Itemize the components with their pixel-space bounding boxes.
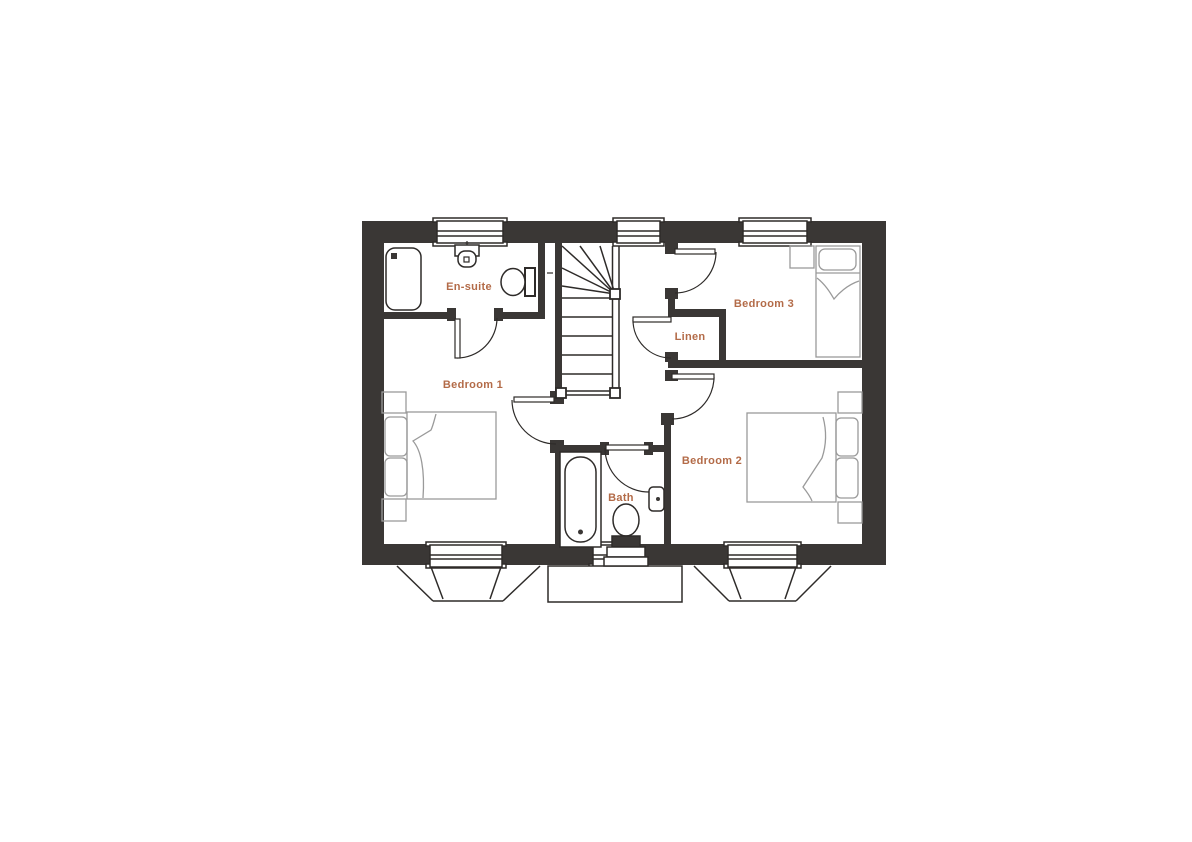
window-icon-bedroom2 [723, 541, 802, 569]
toilet-icon-bath [603, 503, 649, 567]
room-label-linen: Linen [674, 331, 706, 343]
windows [425, 217, 812, 569]
bay-windows [396, 565, 832, 603]
door-swing-icon-bedroom3 [674, 248, 717, 294]
doors [454, 248, 717, 493]
window-icon-bedroom3 [738, 217, 812, 247]
door-swing-icon-bedroom1 [511, 396, 557, 445]
room-label-bedroom2: Bedroom 2 [681, 455, 743, 467]
double-bed-icon-bedroom1 [381, 391, 497, 522]
door-swing-icon-linen [632, 316, 672, 359]
staircase-icon [547, 245, 621, 399]
window-icon-landing [612, 217, 665, 247]
toilet-icon [500, 267, 536, 297]
bay-window-icon-right [693, 565, 832, 602]
shower-bath-icon [385, 247, 422, 311]
bedside-table-icon [381, 391, 407, 414]
room-label-bath: Bath [608, 492, 634, 504]
window-icon-ensuite [432, 217, 508, 247]
door-swing-icon-bedroom2 [671, 373, 715, 420]
bathtub-icon [559, 451, 602, 548]
room-label-bedroom3: Bedroom 3 [733, 298, 795, 310]
bedside-table-icon [789, 245, 815, 269]
window-icon-bedroom1 [425, 541, 507, 569]
bath-fixtures [559, 451, 665, 567]
wash-basin-icon-bath [648, 486, 665, 512]
bedside-table-icon [381, 498, 407, 522]
ensuite-fixtures [385, 241, 536, 311]
furniture [381, 245, 863, 524]
bay-window-icon-left [396, 565, 541, 602]
bedside-table-icon [837, 391, 863, 414]
bay-window-icon-centre [547, 565, 683, 603]
wash-basin-icon [454, 241, 480, 268]
room-label-ensuite: En-suite [446, 281, 492, 293]
room-label-bedroom1: Bedroom 1 [442, 379, 504, 391]
door-swing-icon-bath [604, 444, 650, 493]
single-bed-icon-bedroom3 [789, 245, 861, 358]
double-bed-icon-bedroom2 [746, 391, 863, 524]
bedside-table-icon [837, 501, 863, 524]
door-swing-icon-ensuite [454, 317, 498, 359]
